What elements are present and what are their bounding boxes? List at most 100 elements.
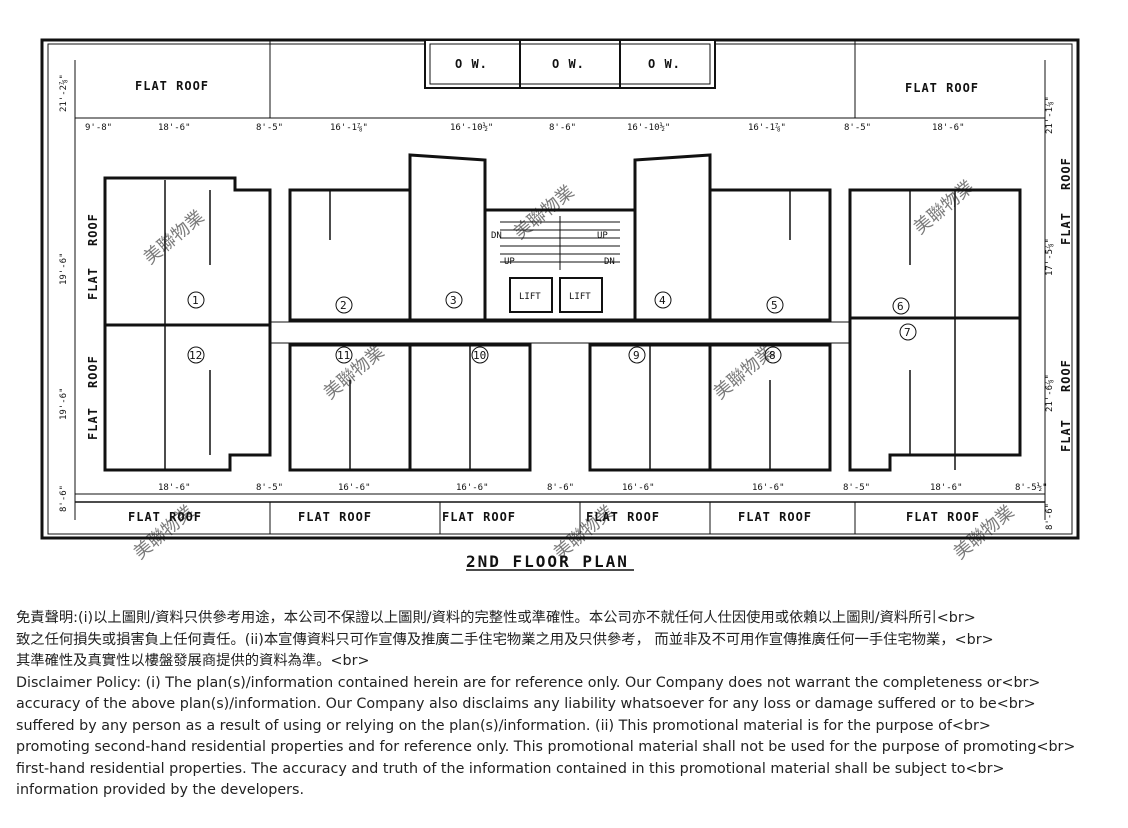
svg-text:美聯物業: 美聯物業 — [140, 206, 209, 268]
svg-text:8'-6": 8'-6" — [1045, 503, 1055, 530]
top-dimensions: 9'-8" 18'-6" 8'-5" 16'-1⅞" 16'-10½" 8'-6… — [85, 122, 965, 133]
building-outline — [40, 38, 1080, 540]
svg-text:19'-6": 19'-6" — [59, 387, 69, 420]
flat-roof-label-b4: FLAT ROOF — [586, 510, 660, 524]
dn-label-2: DN — [604, 257, 615, 267]
stair-core — [500, 216, 620, 270]
unit-numbers: 1 2 3 4 5 6 7 8 9 10 11 12 — [187, 291, 917, 364]
unit-6: 6 — [892, 297, 910, 315]
roof-label-left-2: ROOF — [86, 355, 100, 388]
svg-text:16'-6": 16'-6" — [752, 483, 785, 493]
svg-text:18'-6": 18'-6" — [158, 123, 191, 133]
disclaimer-line: Disclaimer Policy: (i) The plan(s)/infor… — [16, 674, 1041, 691]
svg-text:16'-1⅞": 16'-1⅞" — [748, 123, 786, 133]
svg-text:18'-6": 18'-6" — [932, 123, 965, 133]
svg-text:16'-10½": 16'-10½" — [450, 122, 493, 133]
svg-text:18'-6": 18'-6" — [930, 483, 963, 493]
floor-plan-drawing: FLAT ROOF FLAT ROOF FLAT ROOF FLAT ROOF … — [40, 38, 1080, 571]
svg-text:19'-6": 19'-6" — [59, 252, 69, 285]
svg-text:16'-1⅞": 16'-1⅞" — [330, 123, 368, 133]
svg-text:21'-2⅞": 21'-2⅞" — [59, 74, 69, 112]
svg-text:9'-8": 9'-8" — [85, 123, 112, 133]
disclaimer-line: information provided by the developers. — [16, 782, 305, 798]
svg-text:21'-1⅞": 21'-1⅞" — [1045, 96, 1055, 134]
unit-2: 2 — [335, 296, 353, 314]
lift-label-2: LIFT — [569, 292, 591, 302]
disclaimer-line: 致之任何損失或損害負上任何責任。(ii)本宣傳資料只可作宣傳及推廣二手住宅物業之… — [16, 631, 994, 648]
svg-text:6: 6 — [897, 300, 904, 313]
unit-9: 9 — [628, 346, 646, 364]
ow-label-3: O W. — [648, 57, 681, 71]
svg-text:美聯物業: 美聯物業 — [320, 341, 389, 403]
svg-text:美聯物業: 美聯物業 — [710, 341, 779, 403]
flat-roof-label-b6: FLAT ROOF — [906, 510, 980, 524]
flat-label-left-2: FLAT — [86, 407, 100, 440]
flat-roof-label-b2: FLAT ROOF — [298, 510, 372, 524]
unit-11: 11 — [335, 346, 353, 364]
unit-walls — [103, 153, 1022, 472]
svg-text:8'-6": 8'-6" — [547, 483, 574, 493]
unit-4: 4 — [654, 291, 672, 309]
svg-text:8: 8 — [769, 349, 776, 362]
up-label-2: UP — [504, 257, 515, 267]
svg-text:10: 10 — [473, 349, 486, 362]
flat-label-right-1: FLAT — [1059, 212, 1073, 245]
stair-labels: DN UP UP DN LIFT LIFT — [491, 231, 615, 302]
unit-5: 5 — [766, 296, 784, 314]
unit-1: 1 — [187, 291, 205, 309]
svg-text:21'-6⅞": 21'-6⅞" — [1045, 374, 1055, 412]
lift-label-1: LIFT — [519, 292, 541, 302]
ow-label-1: O W. — [455, 57, 488, 71]
flat-roof-label-b1: FLAT ROOF — [128, 510, 202, 524]
svg-text:17'-5⅞": 17'-5⅞" — [1045, 238, 1055, 276]
svg-text:8'-5": 8'-5" — [256, 483, 283, 493]
svg-text:7: 7 — [904, 326, 911, 339]
svg-text:16'-6": 16'-6" — [456, 483, 489, 493]
svg-text:8'-5": 8'-5" — [843, 483, 870, 493]
roof-labels: FLAT ROOF FLAT ROOF FLAT ROOF FLAT ROOF … — [86, 57, 1073, 524]
roof-label-left-1: ROOF — [86, 213, 100, 246]
flat-roof-label-b5: FLAT ROOF — [738, 510, 812, 524]
roof-label-right-2: ROOF — [1059, 359, 1073, 392]
unit-8: 8 — [764, 346, 782, 364]
svg-text:5: 5 — [771, 299, 778, 312]
svg-text:2: 2 — [340, 299, 347, 312]
svg-text:16'-10½": 16'-10½" — [627, 122, 670, 133]
disclaimer-line: first-hand residential properties. The a… — [16, 760, 1005, 777]
disclaimer: 免責聲明:(i)以上圖則/資料只供參考用途，本公司不保證以上圖則/資料的完整性或… — [16, 608, 1126, 802]
svg-text:9: 9 — [633, 349, 640, 362]
svg-text:1: 1 — [192, 294, 199, 307]
disclaimer-line: accuracy of the above plan(s)/informatio… — [16, 696, 1036, 712]
unit-3: 3 — [445, 291, 463, 309]
flat-label-left-1: FLAT — [86, 267, 100, 300]
svg-text:4: 4 — [659, 294, 666, 307]
up-label-1: UP — [597, 231, 608, 241]
disclaimer-line: 其準確性及真實性以樓盤發展商提供的資料為準。<br> — [16, 653, 370, 669]
svg-text:18'-6": 18'-6" — [158, 483, 191, 493]
unit-12: 12 — [187, 346, 205, 364]
svg-text:美聯物業: 美聯物業 — [510, 181, 579, 243]
flat-roof-label-tr: FLAT ROOF — [905, 81, 979, 95]
dn-label-1: DN — [491, 231, 502, 241]
flat-label-right-2: FLAT — [1059, 419, 1073, 452]
svg-text:8'-5": 8'-5" — [844, 123, 871, 133]
plan-title: 2ND FLOOR PLAN — [466, 552, 629, 571]
svg-text:12: 12 — [189, 349, 202, 362]
disclaimer-line: promoting second-hand residential proper… — [16, 739, 1076, 755]
svg-text:3: 3 — [450, 294, 457, 307]
svg-text:11: 11 — [337, 349, 350, 362]
unit-10: 10 — [471, 346, 489, 364]
disclaimer-line: suffered by any person as a result of us… — [16, 717, 991, 734]
side-dimensions: 21'-2⅞" 19'-6" 19'-6" 8'-6" 21'-1⅞" 17'-… — [59, 74, 1055, 530]
svg-text:8'-5": 8'-5" — [256, 123, 283, 133]
svg-text:16'-6": 16'-6" — [622, 483, 655, 493]
svg-text:美聯物業: 美聯物業 — [910, 176, 979, 238]
roof-label-right-1: ROOF — [1059, 157, 1073, 190]
flat-roof-label-b3: FLAT ROOF — [442, 510, 516, 524]
svg-text:8'-6": 8'-6" — [59, 485, 69, 512]
svg-text:16'-6": 16'-6" — [338, 483, 371, 493]
unit-7: 7 — [899, 323, 917, 341]
flat-roof-label-tl: FLAT ROOF — [135, 79, 209, 93]
svg-text:8'-5½": 8'-5½" — [1015, 482, 1048, 493]
ow-label-2: O W. — [552, 57, 585, 71]
